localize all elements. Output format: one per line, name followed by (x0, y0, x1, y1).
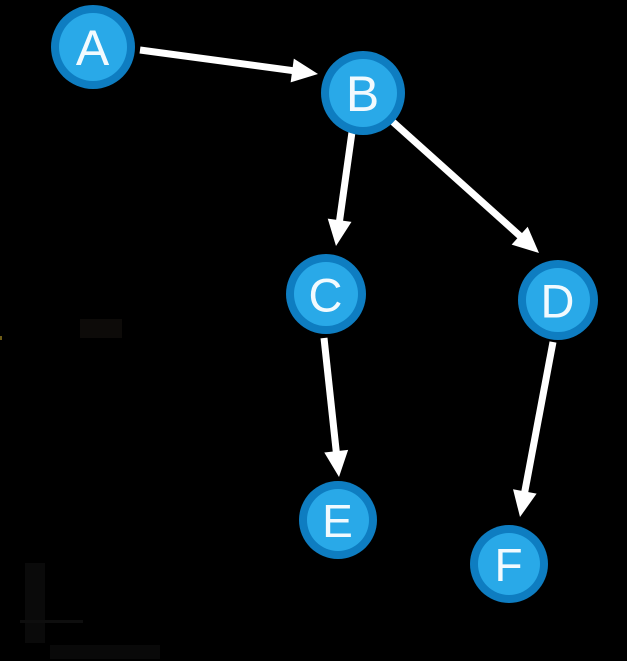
node-body-D (526, 268, 590, 332)
arrowhead-icon (324, 449, 349, 477)
edge-C-E[interactable] (320, 337, 349, 477)
node-label-F: F (494, 539, 523, 591)
node-label-B: B (346, 66, 380, 122)
arrowhead-icon (327, 218, 352, 246)
node-label-D: D (541, 275, 576, 328)
ghost-artifact-smudge-left-center (80, 319, 122, 338)
node-D[interactable]: D (518, 260, 598, 340)
edge-line-C-E (320, 337, 340, 454)
edge-B-C[interactable] (327, 131, 356, 246)
edge-A-B[interactable] (139, 46, 318, 83)
edge-B-D[interactable] (390, 119, 539, 253)
node-body-B (329, 59, 397, 127)
arrowhead-icon (290, 58, 318, 83)
node-A[interactable]: A (51, 5, 135, 89)
node-body-E (307, 489, 369, 551)
arrowhead-icon (513, 489, 537, 517)
node-B[interactable]: B (321, 51, 405, 135)
edge-line-B-C (335, 131, 356, 223)
node-label-A: A (76, 20, 110, 76)
edge-line-D-F (521, 341, 557, 495)
edge-D-F[interactable] (513, 341, 557, 517)
ghost-artifact-smudge-bottom-vertical (25, 563, 45, 643)
node-label-C: C (309, 269, 344, 322)
node-F[interactable]: F (470, 525, 548, 603)
edge-line-B-D (390, 119, 524, 240)
node-body-F (478, 533, 540, 595)
node-body-A (59, 13, 127, 81)
ghost-artifact-edge-dot-yellow (0, 336, 2, 340)
node-E[interactable]: E (299, 481, 377, 559)
ghost-artifact-smudge-bottom-line (20, 620, 83, 623)
arrowhead-icon (511, 226, 539, 253)
ghost-artifact-smudge-bottom-band (50, 645, 160, 659)
node-body-C (294, 262, 358, 326)
node-label-E: E (322, 495, 354, 547)
edge-line-A-B (139, 46, 295, 75)
node-C[interactable]: C (286, 254, 366, 334)
